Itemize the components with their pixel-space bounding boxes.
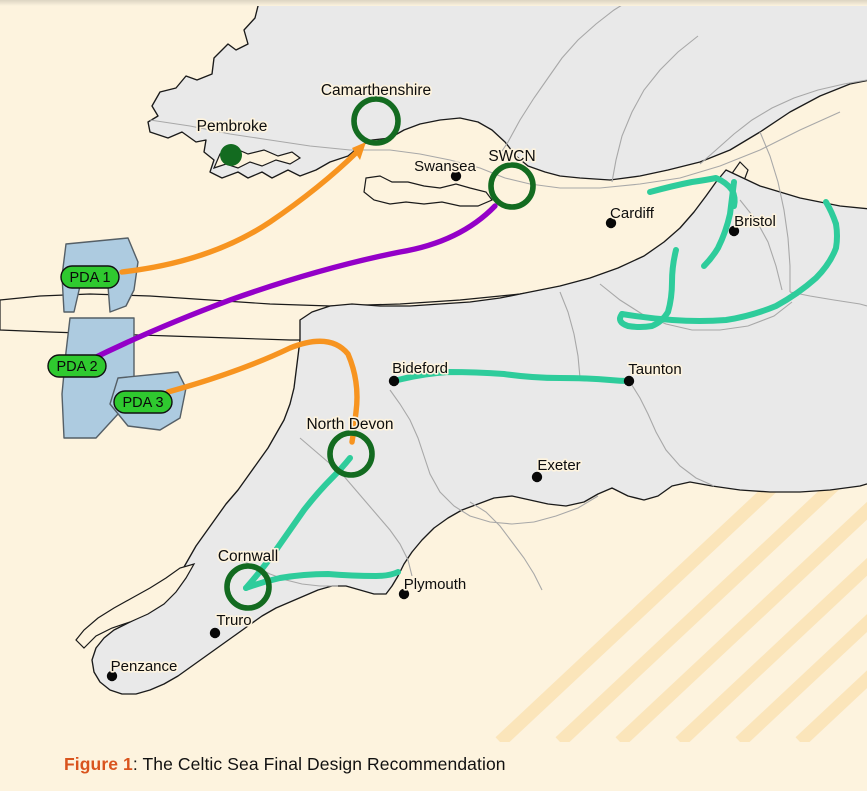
coastal-sea-overlays: [75, 563, 196, 649]
pda-pill-background-pda-2: [47, 354, 107, 378]
city-dot-swansea: [450, 170, 462, 182]
caption-bar: Figure 1: The Celtic Sea Final Design Re…: [0, 742, 867, 791]
landing-point-label-pembroke: Pembroke: [197, 118, 268, 135]
figure-caption: Figure 1: The Celtic Sea Final Design Re…: [64, 754, 506, 775]
landing-point-marker-pembroke[interactable]: [220, 144, 242, 166]
city-label-truro: Truro: [216, 612, 251, 629]
city-label-taunton: Taunton: [628, 361, 681, 378]
city-label-swansea: Swansea: [414, 158, 476, 175]
cable-routes[interactable]: [83, 142, 498, 445]
pda-label-pda-3[interactable]: PDA 3: [113, 390, 173, 414]
grid-segment-bideford-taunton: [391, 369, 632, 384]
city-dot-cardiff: [605, 217, 617, 229]
pda-labels[interactable]: PDA 1 PDA 2 PDA 3: [47, 265, 173, 414]
caption-separator: :: [132, 754, 138, 774]
landing-point-label-swcn: SWCN: [488, 148, 535, 165]
city-label-exeter: Exeter: [537, 457, 580, 474]
city-label-bristol: Bristol: [734, 213, 776, 230]
city-dot-taunton: [623, 375, 635, 387]
pda-label-pda-1[interactable]: PDA 1: [60, 265, 120, 289]
city-dot-penzance: [106, 670, 118, 682]
city-dot-exeter: [531, 471, 543, 483]
city-label-penzance: Penzance: [111, 658, 178, 675]
landing-point-marker-camarthenshire[interactable]: [351, 96, 401, 146]
pda-pill-text-pda-2: PDA 2: [56, 359, 97, 375]
grid-segment-south-somerset: [619, 221, 840, 324]
landing-point-marker-north-devon[interactable]: [327, 430, 375, 478]
city-dot-plymouth: [398, 588, 410, 600]
city-label-cardiff: Cardiff: [610, 205, 655, 222]
pda-pill-text-pda-1: PDA 1: [69, 270, 110, 286]
landing-point-label-north-devon: North Devon: [306, 416, 393, 433]
landing-point-label-camarthenshire: Camarthenshire: [321, 82, 431, 99]
pda-pill-text-pda-3: PDA 3: [122, 395, 163, 411]
mounts-bay-inlet: [75, 563, 196, 649]
existing-transmission-network: [243, 175, 840, 591]
route-pda3-north-devon[interactable]: [165, 338, 360, 445]
pda-pill-background-pda-3: [113, 390, 173, 414]
route-pda1-arrowhead: [352, 142, 366, 160]
landing-point-marker-swcn[interactable]: [488, 162, 536, 210]
route-pda2-swcn[interactable]: [83, 203, 498, 365]
swansea-bay-inlet: [363, 175, 493, 207]
city-label-plymouth: Plymouth: [404, 576, 467, 593]
landing-point-label-cornwall: Cornwall: [218, 548, 278, 565]
figure-number: Figure 1: [64, 754, 133, 774]
city-dot-truro: [209, 627, 221, 639]
grid-segment-bristol-east: [823, 199, 839, 227]
city-label-bideford: Bideford: [392, 360, 448, 377]
caption-body: The Celtic Sea Final Design Recommendati…: [137, 754, 506, 774]
pda-label-pda-2[interactable]: PDA 2: [47, 354, 107, 378]
landing-points[interactable]: [220, 96, 536, 611]
city-dot-bideford: [388, 375, 400, 387]
city-dot-bristol: [728, 225, 740, 237]
landing-point-marker-cornwall[interactable]: [224, 563, 272, 611]
grid-segment-severn-crossing: [701, 179, 737, 269]
city-markers: [106, 170, 740, 682]
pda-pill-background-pda-1: [60, 265, 120, 289]
route-pda1-camarthenshire[interactable]: [119, 149, 360, 275]
